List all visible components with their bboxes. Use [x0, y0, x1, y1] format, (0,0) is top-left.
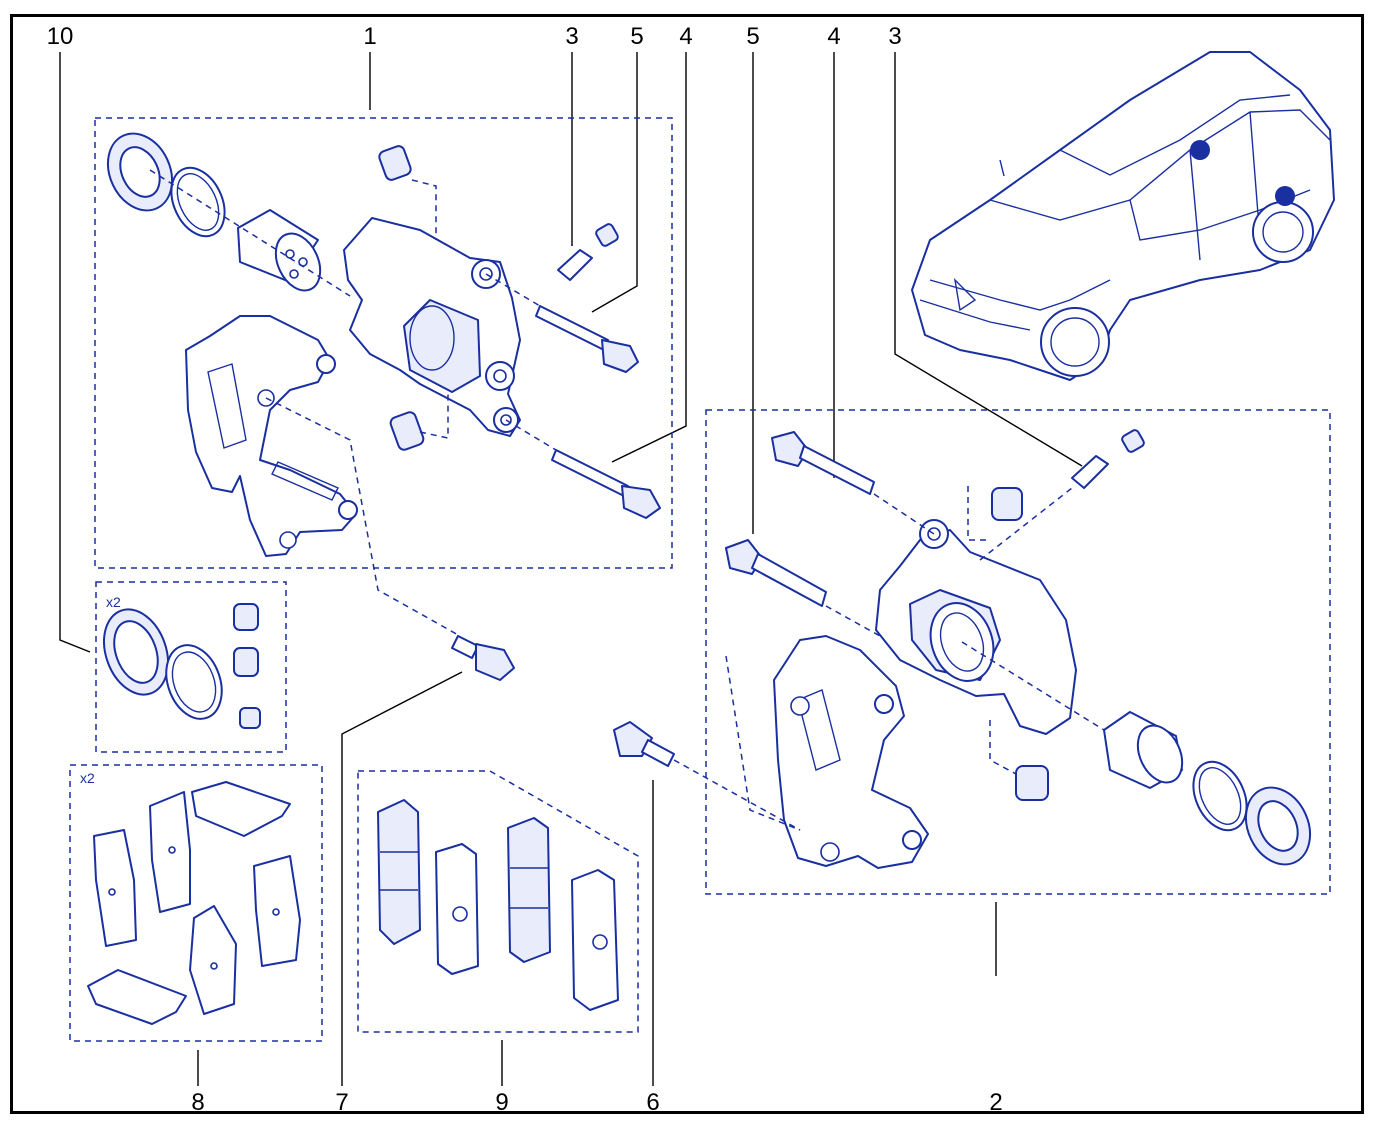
guide-boot-upper-right — [991, 487, 1023, 521]
group-box-9 — [357, 770, 639, 1033]
seal-kit — [103, 603, 261, 729]
bleed-screw-left — [557, 223, 619, 281]
left-caliper-assembly — [106, 132, 661, 637]
callout-3-left: 3 — [565, 23, 578, 50]
piston-seal-ring-left — [170, 166, 226, 238]
callout-4-left: 4 — [679, 23, 692, 50]
pad-clips-qty: x2 — [80, 770, 95, 786]
leader-lines — [59, 52, 1083, 1086]
pad-clips-kit — [87, 781, 301, 1025]
right-caliper-assembly — [673, 429, 1312, 869]
caliper-body-right — [875, 519, 1077, 735]
seal-kit-qty: x2 — [106, 594, 121, 610]
caliper-body-left — [343, 217, 521, 437]
diagram-frame — [10, 14, 1364, 1114]
group-box-8 — [69, 764, 323, 1042]
caliper-carrier-left — [185, 315, 358, 557]
vehicle-illustration — [911, 51, 1335, 381]
callout-10: 10 — [47, 23, 74, 50]
piston-dust-seal-right — [1244, 786, 1312, 866]
callout-5-right: 5 — [746, 23, 759, 50]
piston-left — [237, 209, 322, 292]
guide-boot-upper-left — [378, 145, 412, 181]
guide-pin-lower-right — [725, 539, 827, 607]
piston-right — [1103, 711, 1184, 789]
carrier-bolt-left — [451, 635, 515, 681]
group-box-2 — [705, 409, 1331, 895]
callout-5-left: 5 — [630, 23, 643, 50]
brake-pads-set — [377, 799, 619, 1011]
callout-7: 7 — [335, 1089, 348, 1116]
callout-3-right: 3 — [888, 23, 901, 50]
callout-1: 1 — [363, 23, 376, 50]
group-box-10 — [95, 581, 287, 753]
carrier-bolt-right — [613, 721, 675, 767]
callout-6: 6 — [646, 1089, 659, 1116]
piston-seal-ring-right — [1192, 760, 1248, 832]
callout-2: 2 — [989, 1089, 1002, 1116]
guide-boot-lower-left — [389, 411, 425, 451]
group-box-1 — [94, 117, 673, 569]
callout-4-right: 4 — [827, 23, 840, 50]
guide-pin-upper-right — [771, 431, 875, 495]
callout-8: 8 — [191, 1089, 204, 1116]
caliper-carrier-right — [773, 635, 929, 869]
callout-9: 9 — [495, 1089, 508, 1116]
guide-pin-lower-left — [551, 449, 661, 519]
guide-boot-lower-right — [1015, 765, 1049, 801]
guide-pin-upper-left — [535, 305, 639, 373]
piston-dust-seal-left — [106, 132, 174, 212]
bleed-screw-right — [1071, 429, 1145, 489]
